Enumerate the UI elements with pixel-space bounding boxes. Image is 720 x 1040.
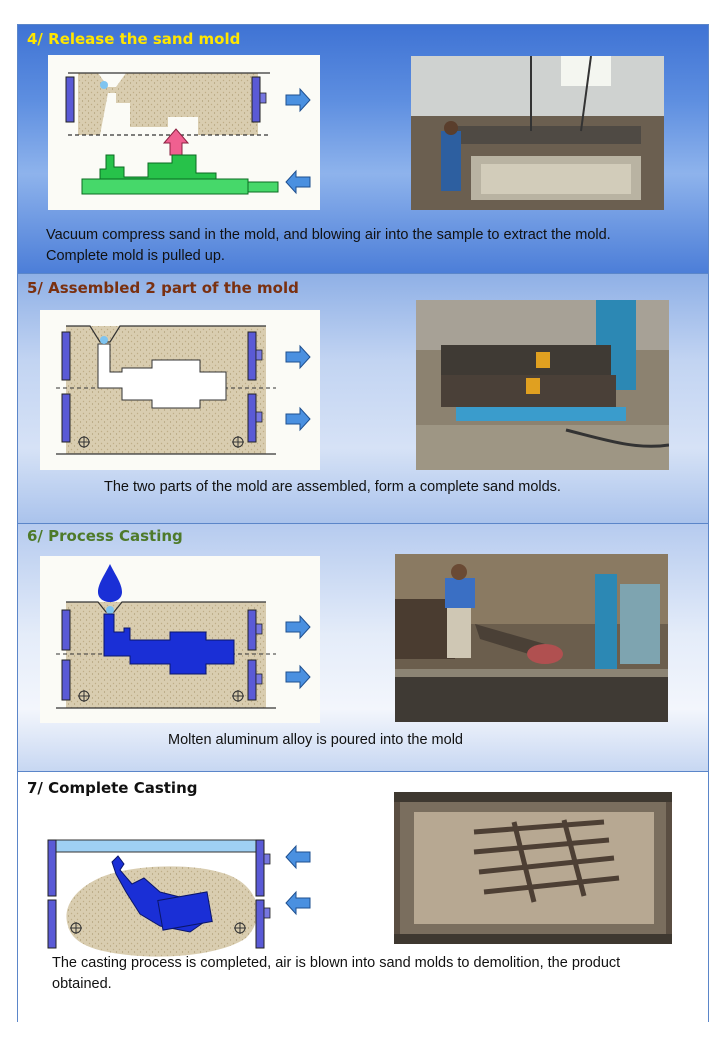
step-4-section: 4/ Release the sand mold <box>18 25 708 274</box>
step-7-caption: The casting process is completed, air is… <box>52 955 621 992</box>
step-6-section: 6/ Process Casting <box>18 524 708 772</box>
step-4-caption: Vacuum compress sand in the mold, and bl… <box>46 227 611 264</box>
step-5-title: 5/ Assembled 2 part of the mold <box>27 279 299 297</box>
step-7-section: 7/ Complete Casting <box>18 772 708 1022</box>
workers-lifting-mold-photo <box>411 56 664 210</box>
step-6-title: 6/ Process Casting <box>27 527 183 545</box>
demolition-diagram <box>40 822 322 960</box>
worker-pouring-photo <box>395 554 668 722</box>
step-7-title: 7/ Complete Casting <box>27 779 198 797</box>
mold-assembly-diagram <box>40 310 320 470</box>
assembled-mold-photo <box>416 300 669 470</box>
step-5-section: 5/ Assembled 2 part of the mold <box>18 274 708 524</box>
step-5-caption: The two parts of the mold are assembled,… <box>104 479 561 495</box>
step-6-caption: Molten aluminum alloy is poured into the… <box>168 732 463 748</box>
step-4-title: 4/ Release the sand mold <box>27 30 241 48</box>
finished-casting-photo <box>394 792 672 944</box>
mold-release-diagram <box>48 55 320 210</box>
pouring-diagram <box>40 556 320 723</box>
